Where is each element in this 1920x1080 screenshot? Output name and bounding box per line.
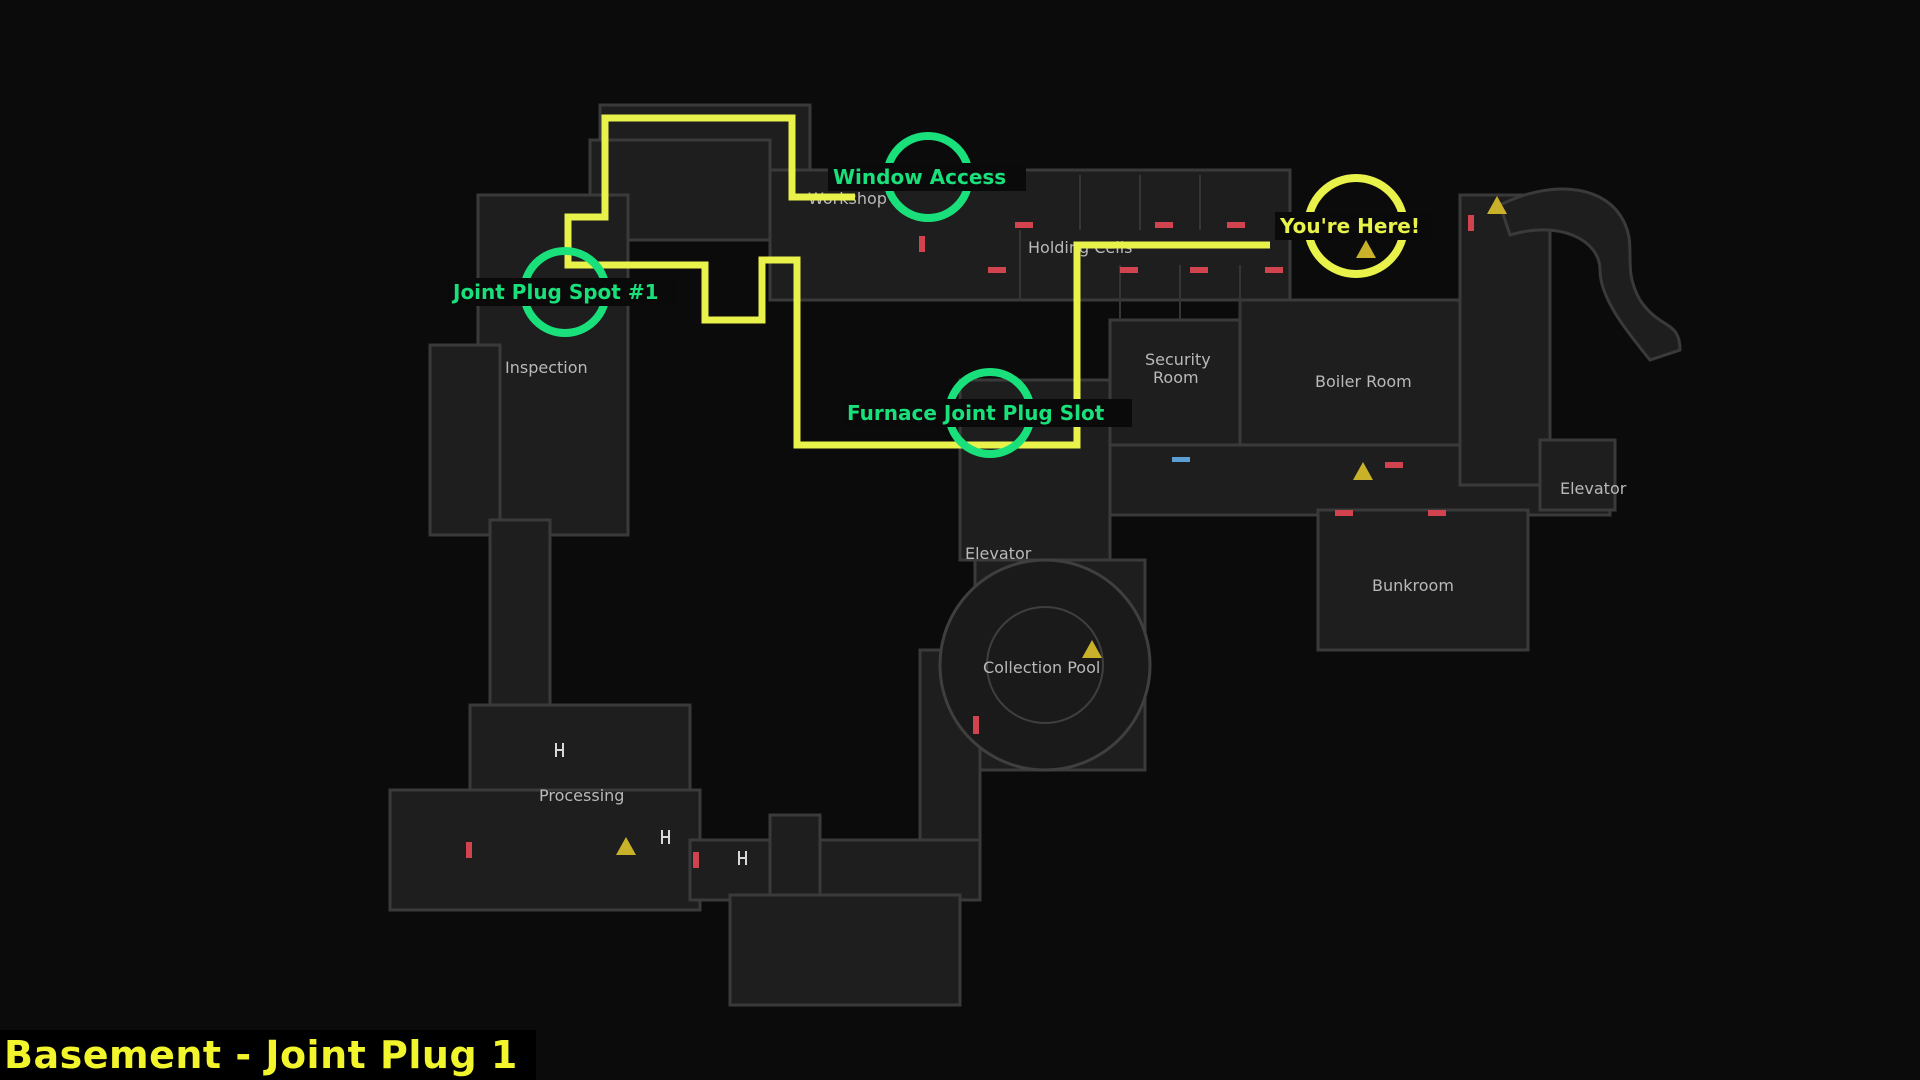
room-label-elevator-east: Elevator [1560,479,1627,498]
door-marker-icon [1015,222,1033,228]
marker-label-bg [828,163,1026,191]
warning-triangle-icon [1356,240,1376,258]
door-marker-icon [988,267,1006,273]
room-label-security-room: Security [1145,350,1211,369]
warning-triangle-icon [1082,640,1102,658]
doors [466,215,1474,868]
room-labels: Workshop Holding Cells Inspection Securi… [505,189,1627,805]
collection-pool-water [986,606,1104,724]
curved-corridor [1498,187,1682,362]
room-block-southern-annex [728,893,962,1007]
warning-triangle-icon [1487,196,1507,214]
room-block-south-corridor [688,838,982,902]
room-label-processing: Processing [539,786,624,805]
title-banner: Basement - Joint Plug 1 [0,1030,536,1080]
door-marker-icon [1190,267,1208,273]
door-marker-icon [1227,222,1245,228]
room-label-inspection: Inspection [505,358,588,377]
marker-label-bg [448,278,678,306]
marker-label-joint-plug-spot: Joint Plug Spot #1 [451,280,659,304]
room-block-east-stub [1538,438,1617,512]
room-block-south-inner [768,813,822,897]
hazard-icons [616,196,1507,855]
ladder-icons [555,743,747,865]
warning-triangle-icon [1353,462,1373,480]
room-block-west-wing [428,343,502,537]
door-marker-icon [1265,267,1283,273]
room-block-boiler-room [1238,298,1492,472]
marker-label-furnace-slot: Furnace Joint Plug Slot [847,401,1105,425]
door-marker-icon [1155,222,1173,228]
room-label-elevator-center: Elevator [965,544,1032,563]
route-path [564,114,1270,449]
room-label-collection-pool: Collection Pool [983,658,1100,677]
room-block-east-hall [1458,193,1552,487]
door-marker-icon [1468,215,1474,231]
marker-label-you-are-here: You're Here! [1279,214,1420,238]
floor-plan [388,103,1617,1007]
door-marker-icon [919,236,925,252]
warning-triangle-icon [616,837,636,855]
ladder-icon [555,743,564,757]
room-block-security-room [1108,318,1242,462]
cell-walls [1019,175,1241,320]
door-marker-icon [466,842,472,858]
collection-pool-basin [938,558,1152,772]
room-block-holding-cells [768,168,1292,302]
door-marker-icon [693,852,699,868]
room-block-west-corridor [488,518,552,722]
marker-label-bg [842,399,1132,427]
door-marker-icon [1120,267,1138,273]
terminal-marker [1172,457,1190,462]
marker-label-window-access: Window Access [833,165,1006,189]
room-label-security-room-line2: Room [1153,368,1199,387]
room-block-bunkroom [1316,508,1530,652]
marker-label-bg [1275,212,1433,240]
door-marker-icon [1385,462,1403,468]
room-label-boiler-room: Boiler Room [1315,372,1412,391]
door-marker-icon [1335,510,1353,516]
room-block-processing [388,788,702,912]
door-marker-icon [1428,510,1446,516]
page-title: Basement - Joint Plug 1 [4,1033,518,1077]
ladder-icon [661,830,670,844]
room-label-bunkroom: Bunkroom [1372,576,1454,595]
ladder-icon [738,851,747,865]
door-marker-icon [973,716,979,734]
